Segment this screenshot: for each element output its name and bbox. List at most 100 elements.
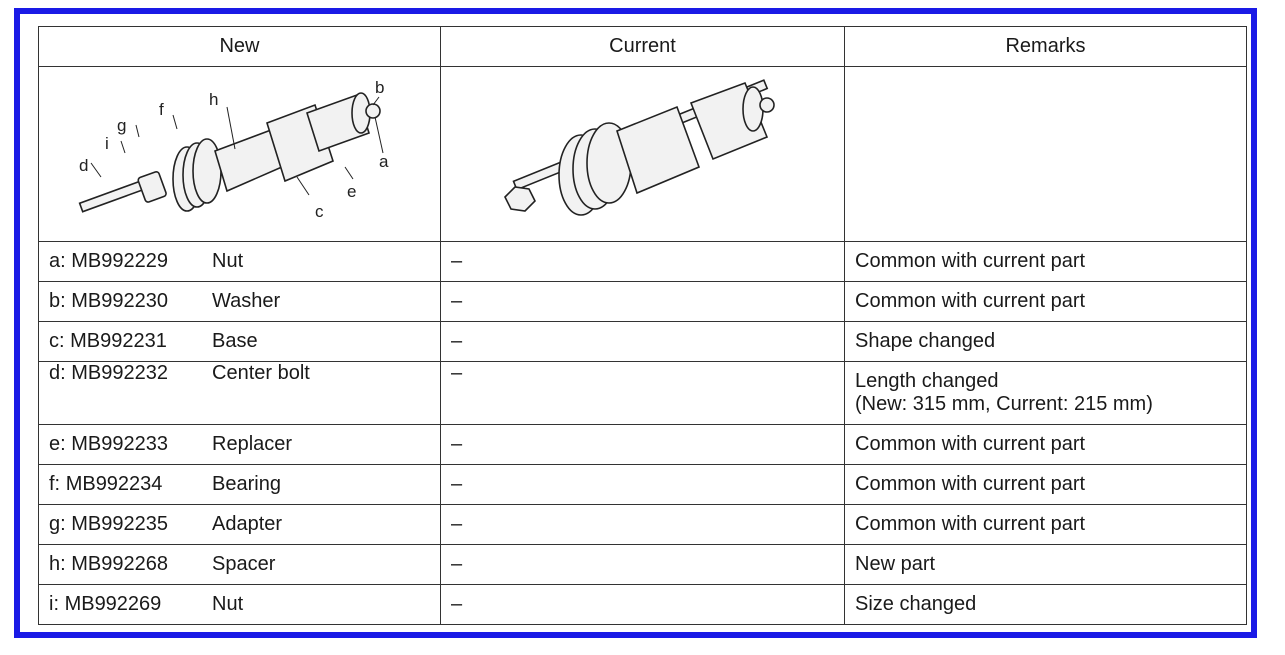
- part-letter: g:: [49, 513, 66, 535]
- part-code: b: MB992230: [49, 290, 212, 313]
- current-part-value: –: [451, 250, 463, 272]
- header-remarks: Remarks: [844, 26, 1247, 67]
- remarks-cell: Shape changed: [844, 321, 1247, 362]
- part-number: MB992233: [71, 433, 168, 455]
- remarks-cell: Size changed: [844, 584, 1247, 625]
- part-letter: d:: [49, 362, 66, 385]
- part-letter: b:: [49, 290, 66, 312]
- remarks-illustration-cell: [844, 66, 1247, 242]
- new-tool-illustration: d i g f h c e a b: [78, 78, 389, 221]
- current-part-value: –: [451, 553, 463, 575]
- remarks-cell: Common with current part: [844, 464, 1247, 505]
- part-number: MB992230: [71, 290, 168, 312]
- remark-text: Length changed: [855, 370, 999, 392]
- header-current: Current: [440, 26, 845, 67]
- current-part-value: –: [451, 593, 463, 615]
- label-a: a: [379, 152, 389, 171]
- remarks-cell: Length changed(New: 315 mm, Current: 215…: [844, 361, 1247, 425]
- part-code: i: MB992269: [49, 593, 212, 616]
- part-code: f: MB992234: [49, 473, 212, 496]
- nut-shape: [365, 103, 381, 119]
- remark-text: New part: [855, 553, 936, 575]
- part-letter: a:: [49, 250, 66, 272]
- part-code: h: MB992268: [49, 553, 212, 576]
- current-tool-illustration-cell: [440, 66, 845, 242]
- part-letter: c:: [49, 330, 65, 352]
- remark-text: Common with current part: [855, 290, 1086, 312]
- new-part-cell: e: MB992233 Replacer: [38, 424, 441, 465]
- part-name: Adapter: [212, 513, 283, 535]
- part-number: MB992235: [71, 513, 168, 535]
- current-nut-shape: [742, 86, 764, 132]
- label-g: g: [117, 116, 126, 135]
- current-part-value: –: [451, 362, 463, 385]
- part-code: d: MB992232: [49, 362, 212, 386]
- current-part-value: –: [451, 330, 463, 352]
- current-part-cell: –: [440, 361, 845, 425]
- table-row: g: MB992235 Adapter – Common with current p…: [38, 504, 1247, 545]
- current-hex-nut-shape: [504, 186, 536, 212]
- remarks-cell: Common with current part: [844, 281, 1247, 322]
- part-number: MB992231: [70, 330, 167, 352]
- current-part-cell: –: [440, 424, 845, 465]
- part-code: a: MB992229: [49, 250, 212, 273]
- label-b: b: [375, 78, 384, 97]
- current-part-cell: –: [440, 504, 845, 545]
- current-washer-shape: [759, 97, 775, 113]
- remark-text: Common with current part: [855, 433, 1086, 455]
- part-name: Washer: [212, 290, 281, 312]
- current-part-value: –: [451, 290, 463, 312]
- part-number: MB992232: [71, 362, 168, 385]
- label-c: c: [315, 202, 324, 221]
- remark-text: (New: 315 mm, Current: 215 mm): [855, 393, 1153, 415]
- part-name: Replacer: [212, 433, 293, 455]
- current-part-value: –: [451, 473, 463, 495]
- part-name: Nut: [212, 593, 244, 615]
- part-letter: f:: [49, 473, 61, 495]
- illustration-row: d i g f h c e a b: [38, 66, 1247, 242]
- remark-text: Common with current part: [855, 513, 1086, 535]
- current-part-cell: –: [440, 584, 845, 625]
- current-part-value: –: [451, 513, 463, 535]
- remarks-cell: Common with current part: [844, 424, 1247, 465]
- new-tool-illustration-cell: d i g f h c e a b: [38, 66, 441, 242]
- remark-text: Common with current part: [855, 473, 1086, 495]
- part-name: Spacer: [212, 553, 276, 575]
- label-i: i: [105, 134, 109, 153]
- current-part-cell: –: [440, 241, 845, 282]
- current-part-cell: –: [440, 464, 845, 505]
- remark-text: Common with current part: [855, 250, 1086, 272]
- part-letter: e:: [49, 433, 66, 455]
- part-number: MB992269: [64, 593, 162, 615]
- current-part-cell: –: [440, 321, 845, 362]
- current-part-value: –: [451, 433, 463, 455]
- parts-table: New Current Remarks: [38, 26, 1247, 625]
- current-base-shape: [616, 105, 701, 195]
- remarks-cell: Common with current part: [844, 504, 1247, 545]
- label-d: d: [79, 156, 88, 175]
- bearing-shape-3: [192, 138, 222, 204]
- label-e: e: [347, 182, 356, 201]
- part-letter: h:: [49, 553, 66, 575]
- current-tool-illustration: [504, 79, 775, 216]
- remarks-cell: New part: [844, 544, 1247, 585]
- header-new: New: [38, 26, 441, 67]
- part-name: Bearing: [212, 473, 281, 495]
- label-f: f: [159, 100, 164, 119]
- new-part-cell: g: MB992235 Adapter: [38, 504, 441, 545]
- part-number: MB992234: [65, 473, 163, 495]
- part-name: Center bolt: [212, 362, 310, 385]
- part-number: MB992229: [71, 250, 168, 272]
